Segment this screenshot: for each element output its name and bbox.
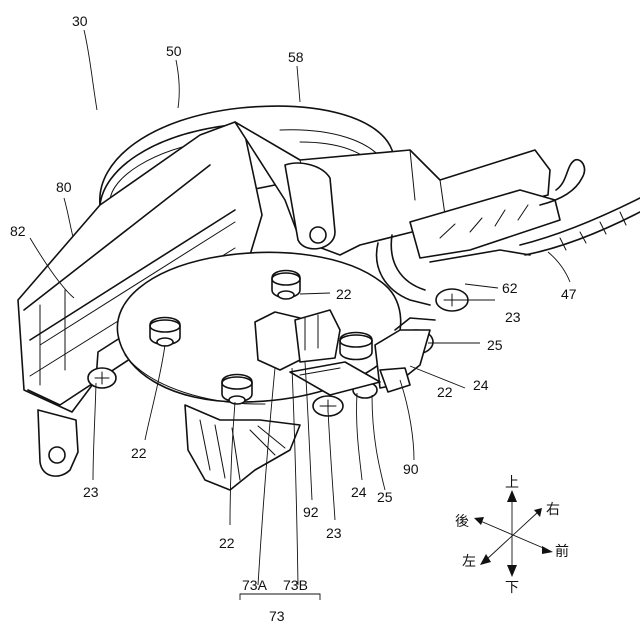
label-23-right: 23	[505, 309, 521, 325]
label-58: 58	[288, 49, 304, 65]
label-30: 30	[72, 13, 88, 29]
nut-22-bottom	[222, 375, 252, 405]
screw-23-left	[88, 368, 116, 388]
direction-rear: 後	[455, 514, 469, 530]
label-50: 50	[166, 43, 182, 59]
nut-22-right	[340, 333, 372, 360]
label-73: 73	[269, 608, 285, 624]
label-25-bottom: 25	[377, 489, 393, 505]
nut-22-top	[272, 271, 300, 300]
direction-left: 左	[462, 554, 476, 570]
label-82: 82	[10, 223, 26, 239]
label-22-bottom: 22	[219, 535, 235, 551]
label-80: 80	[56, 179, 72, 195]
direction-down: 下	[505, 580, 519, 596]
label-24-bottom: 24	[351, 484, 367, 500]
label-73a: 73A	[242, 577, 268, 593]
label-22-top: 22	[336, 286, 352, 302]
label-25-right: 25	[487, 337, 503, 353]
label-22-left: 22	[131, 445, 147, 461]
label-22-right: 22	[437, 384, 453, 400]
label-47: 47	[561, 286, 577, 302]
label-92: 92	[303, 504, 319, 520]
label-90: 90	[403, 461, 419, 477]
nut-22-left	[150, 318, 180, 347]
label-62: 62	[502, 280, 518, 296]
label-23-bottom: 23	[326, 525, 342, 541]
direction-front: 前	[555, 543, 569, 560]
label-23-left: 23	[83, 484, 99, 500]
label-24-right: 24	[473, 377, 489, 393]
direction-right: 右	[546, 502, 560, 518]
direction-compass	[474, 490, 553, 577]
label-73b: 73B	[283, 577, 308, 593]
lower-bracket	[185, 405, 300, 490]
direction-up: 上	[505, 475, 519, 491]
